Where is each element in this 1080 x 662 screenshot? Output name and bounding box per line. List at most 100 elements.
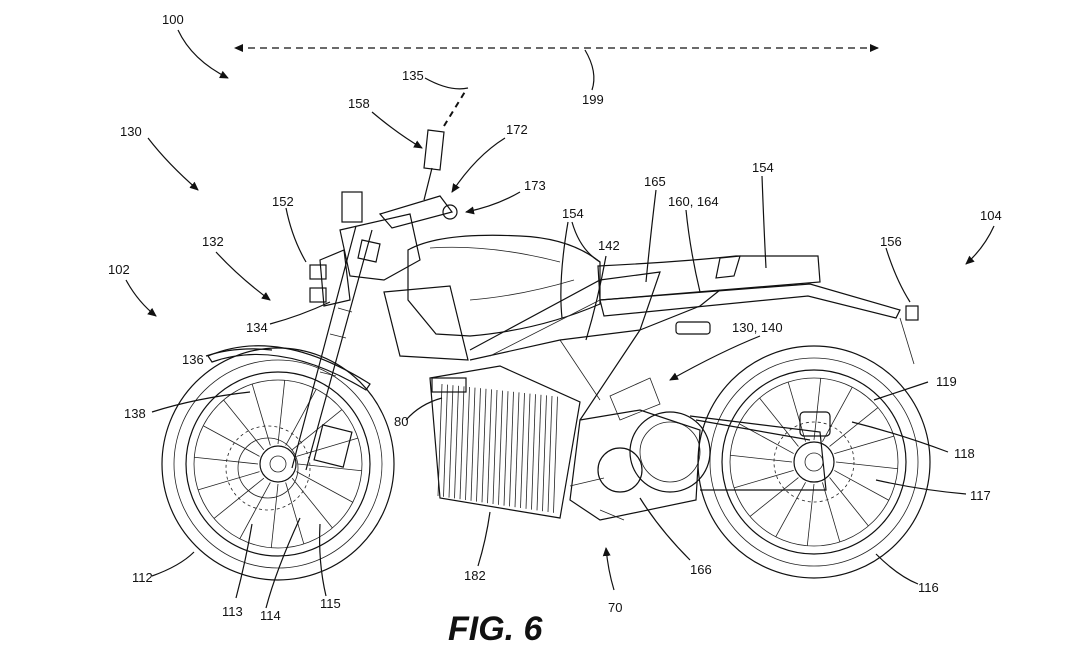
hatch-line [459,386,465,500]
ref-label-130: 130 [120,124,142,139]
ref-label-166: 166 [690,562,712,577]
leader-lines [125,29,995,609]
spoke [203,425,260,457]
spoke [822,387,853,442]
ref-label-115: 115 [320,596,341,611]
ref-label-199: 199 [582,92,604,107]
spoke [223,399,265,451]
ref-label-152: 152 [272,194,294,209]
ref-label-113: 113 [222,604,243,619]
spoke [277,380,286,445]
spoke [296,437,359,457]
ref-label-154a: 154 [752,160,774,175]
hatch-line [470,387,476,501]
tank-body [383,234,601,361]
spoke [730,454,793,463]
spoke [822,482,841,543]
ref-label-135: 135 [402,68,424,83]
seat-tail [597,255,919,365]
reference-labels: 100 135 199 158 172 130 173 165 154 160,… [108,12,1002,623]
ref-label-117: 117 [970,488,991,503]
ref-label-104: 104 [980,208,1002,223]
spoke [834,470,889,501]
front-wheel [161,347,395,581]
spoke [297,463,362,472]
spoke [251,383,271,446]
hatch-line [454,385,459,499]
ref-label-160-164: 160, 164 [668,194,719,209]
hatch-line [520,392,525,509]
spoke [813,378,822,441]
ref-label-136: 136 [182,352,204,367]
hatch-line [487,389,492,504]
ref-label-100: 100 [162,12,184,27]
hatch-line [542,395,547,512]
ref-label-158: 158 [348,96,370,111]
figure-caption: FIG. 6 [448,610,544,648]
spoke [787,381,806,442]
headlight-assembly [309,191,421,307]
spoke [285,389,317,446]
ref-label-130-140: 130, 140 [732,320,783,335]
ref-label-112: 112 [132,570,153,585]
spoke [285,482,305,545]
ref-label-119: 119 [936,374,957,389]
hatch-line [476,388,481,502]
hatch-line [437,383,443,497]
motor-swingarm [569,377,827,521]
ref-label-132: 132 [202,234,224,249]
hatch-line [465,386,470,501]
rear-wheel [697,345,931,579]
spoke [835,461,898,470]
front-fork [291,225,381,471]
spoke [829,407,879,447]
ref-label-70: 70 [608,600,622,615]
ref-label-138: 138 [124,406,146,421]
motorcycle-drawing [161,89,931,581]
ref-label-142: 142 [598,238,620,253]
spoke [194,456,259,465]
hatch-line [531,394,536,510]
hatch-line [514,392,520,508]
ref-label-118: 118 [954,446,975,461]
handlebar-mirror [378,89,467,229]
rear-brake-caliper [799,411,831,437]
ref-label-172: 172 [506,122,528,137]
ref-label-182: 182 [464,568,486,583]
ref-label-116: 116 [918,580,939,595]
ref-label-156: 156 [880,234,902,249]
hatch-line [547,395,553,513]
ref-label-173: 173 [524,178,546,193]
battery-pack [429,365,581,519]
hatch-line [481,388,487,503]
ref-label-165: 165 [644,174,666,189]
spoke [749,477,799,517]
spoke [775,482,806,537]
spoke [239,482,271,539]
hatch-line [492,389,498,505]
spoke [296,471,353,503]
front-fender [207,345,371,391]
hatch-line [443,384,448,497]
hatch-line [509,391,514,507]
hatch-line [498,390,503,505]
hatch-line [448,385,454,498]
ref-label-134: 134 [246,320,268,335]
spoke [834,435,895,454]
spoke [291,477,333,529]
spoke [733,470,794,489]
ref-label-114: 114 [260,608,281,623]
hatch-line [536,394,542,511]
spoke [759,397,799,447]
spoke [270,483,279,548]
spoke [829,477,869,527]
frame [469,271,721,421]
hatch-line [525,393,531,509]
ref-label-154b: 154 [562,206,584,221]
spoke [197,471,260,491]
ref-label-80: 80 [394,414,408,429]
ref-label-102: 102 [108,262,130,277]
hatch-line [503,391,509,506]
hatch-line [553,396,558,513]
